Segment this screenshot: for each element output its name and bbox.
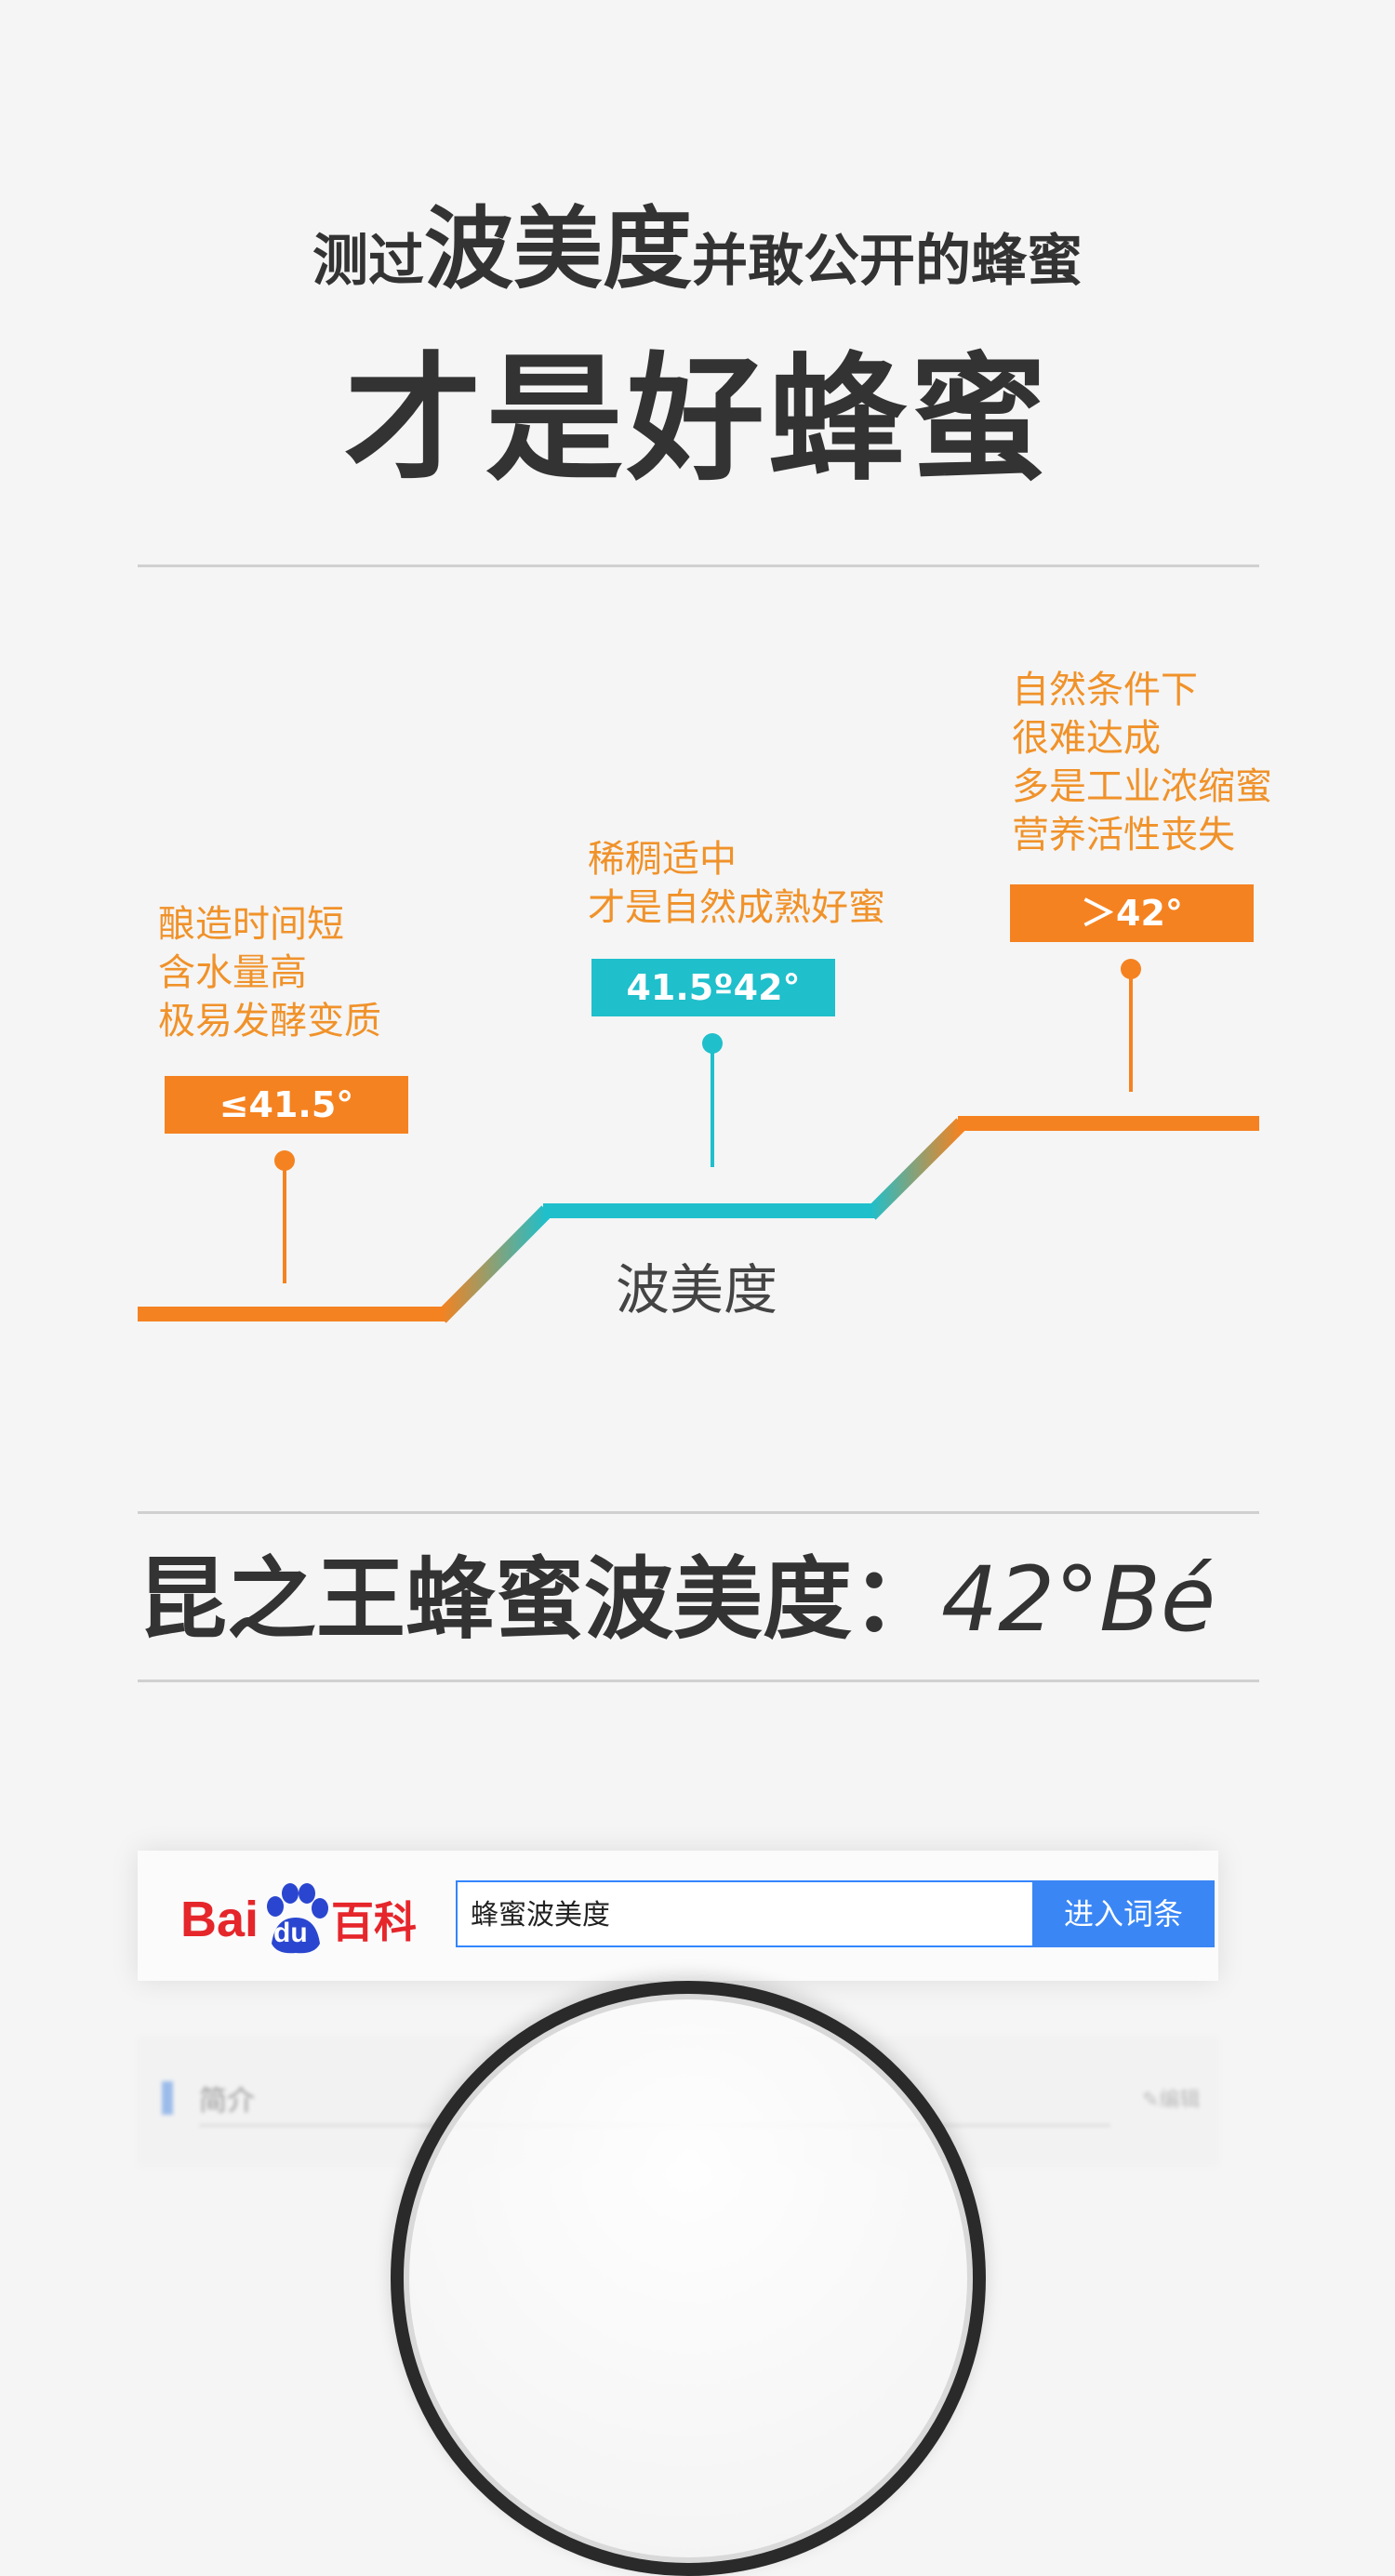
segment-mid-note: 才是自然成熟好蜜: [588, 886, 885, 929]
segment-mid-notes: 稀稠适中 才是自然成熟好蜜: [588, 835, 885, 932]
step-rise-1: [435, 1205, 552, 1323]
segment-mid-note: 稀稠适中: [588, 838, 737, 881]
segment-high-note: 营养活性丧失: [1012, 814, 1235, 856]
headline-top-divider: [138, 1511, 1259, 1514]
brand-baume-headline: 昆之王蜂蜜波美度：42°Bé: [138, 1534, 1263, 1665]
segment-low-note: 酿造时间短: [158, 903, 344, 946]
search-input[interactable]: 蜂蜜波美度: [456, 1880, 1034, 1947]
edit-link[interactable]: ✎编辑: [1142, 2089, 1201, 2112]
segment-low-range-box: ≤41.5°: [165, 1076, 408, 1134]
segment-low-note: 含水量高: [158, 951, 307, 994]
enter-entry-button[interactable]: 进入词条: [1032, 1880, 1215, 1947]
baidu-baike-logo: Bai du 百科: [180, 1882, 417, 1957]
segment-high-range-box: ＞42°: [1010, 884, 1254, 942]
logo-text-baike: 百科: [331, 1898, 418, 1946]
pin-high-head: [1121, 959, 1141, 979]
pin-mid-head: [702, 1033, 723, 1054]
title-prefix: 测过: [312, 229, 424, 294]
headline-bottom-divider: [138, 1680, 1259, 1682]
paw-icon: du: [259, 1882, 331, 1957]
headline-label: 昆之王蜂蜜波美度：: [138, 1547, 941, 1652]
title-line-2: 才是好蜂蜜: [344, 339, 1051, 499]
segment-low-notes: 酿造时间短 含水量高 极易发酵变质: [158, 900, 381, 1045]
magnifier-icon: [391, 1981, 986, 2576]
axis-label: 波美度: [616, 1258, 778, 1321]
section-title: 简介: [199, 2085, 255, 2118]
title-line-1: 测过波美度并敢公开的蜂蜜: [0, 177, 1395, 306]
segment-high-note: 很难达成: [1012, 717, 1161, 760]
segment-mid-range-box: 41.5º42°: [591, 959, 835, 1016]
segment-high-notes: 自然条件下 很难达成 多是工业浓缩蜜 营养活性丧失: [1012, 666, 1272, 859]
headline-value: 42°Bé: [941, 1547, 1216, 1652]
segment-low-note: 极易发酵变质: [158, 1000, 381, 1042]
segment-high-note: 多是工业浓缩蜜: [1012, 765, 1272, 808]
title-suffix: 并敢公开的蜂蜜: [692, 229, 1083, 294]
baume-step-chart: [138, 959, 1259, 1323]
pin-low-head: [274, 1150, 295, 1171]
title-highlight: 波美度: [424, 197, 692, 301]
baidu-baike-search-panel: Bai du 百科 蜂蜜波美度 进入词条: [138, 1851, 1218, 1981]
logo-text-du: du: [273, 1918, 308, 1948]
logo-text-bai: Bai: [180, 1892, 259, 1947]
section-marker: [162, 2081, 173, 2115]
top-divider: [138, 564, 1259, 567]
step-rise-2: [865, 1118, 967, 1220]
segment-high-note: 自然条件下: [1012, 669, 1198, 711]
